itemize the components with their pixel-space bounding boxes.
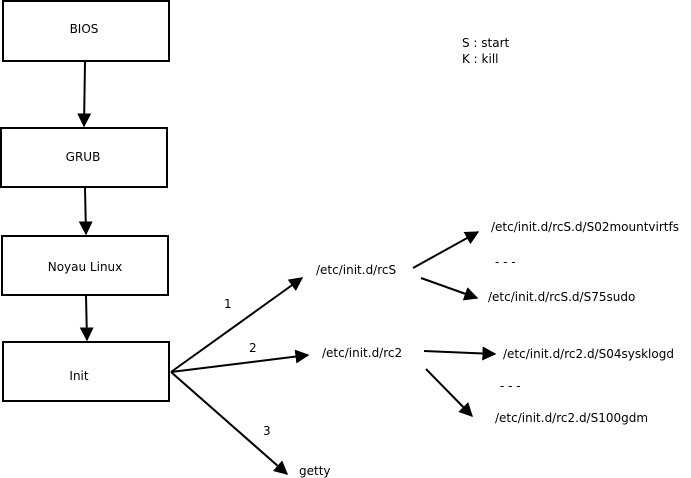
arrow-rc2-last [425,368,473,418]
node-getty: getty [299,464,331,478]
node-rcS-dots: - - - [495,255,516,269]
arrow-kernel-init [79,295,94,342]
arrow-init-rc2 [170,349,310,373]
bios-box: BIOS [2,0,170,62]
bios-label: BIOS [70,22,99,36]
node-rc2-dots: - - - [500,379,521,393]
init-box: Init [2,341,170,402]
init-label: Init [69,369,88,383]
grub-label: GRUB [66,150,101,164]
arrow-grub-kernel [78,187,93,236]
kernel-label: Noyau Linux [48,260,123,274]
arrow-rc2-first [423,346,497,361]
branch-label-2: 2 [249,341,257,355]
kernel-box: Noyau Linux [1,235,169,296]
node-rcS-first: /etc/init.d/rcS.d/S02mountvirtfs [491,220,679,234]
branch-label-1: 1 [224,297,232,311]
legend-start: S : start [462,36,510,50]
branch-label-3: 3 [263,424,271,438]
grub-box: GRUB [0,127,168,188]
arrow-rcS-last [420,277,479,301]
node-rcS: /etc/init.d/rcS [316,263,396,277]
arrow-rcS-first [412,231,480,269]
arrow-bios-grub [77,61,92,128]
legend-kill: K : kill [462,52,499,66]
node-rcS-last: /etc/init.d/rcS.d/S75sudo [488,290,635,304]
node-rc2: /etc/init.d/rc2 [322,346,402,360]
node-rc2-first: /etc/init.d/rc2.d/S04sysklogd [503,347,674,361]
arrow-init-getty [170,371,289,475]
arrow-init-rcS [170,277,304,373]
node-rc2-last: /etc/init.d/rc2.d/S100gdm [495,411,648,425]
